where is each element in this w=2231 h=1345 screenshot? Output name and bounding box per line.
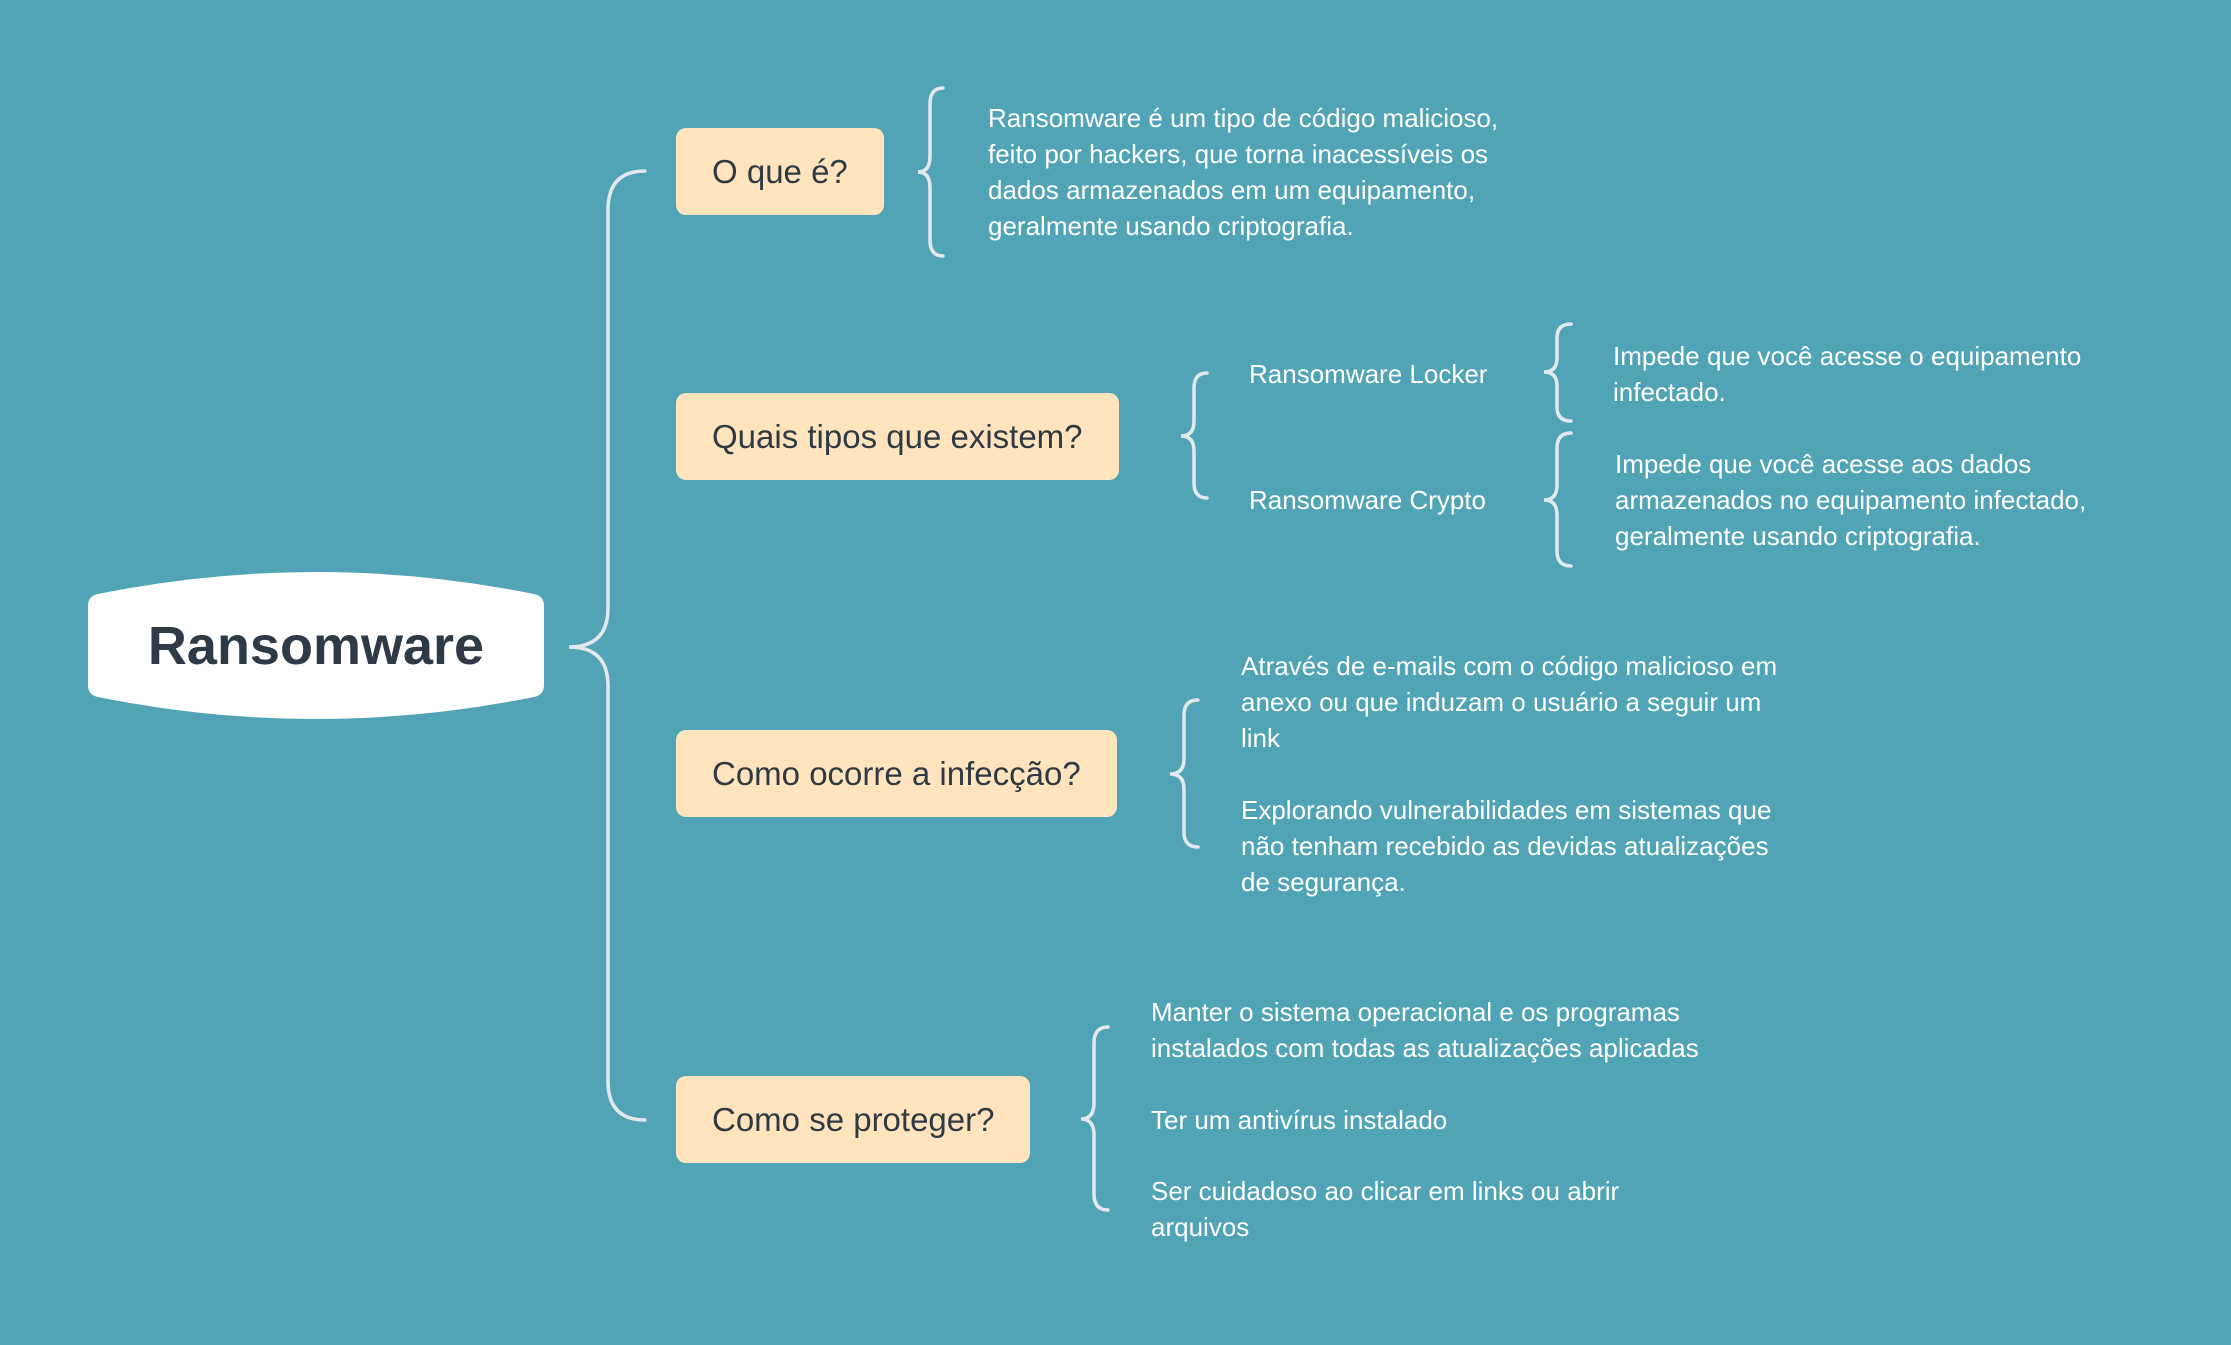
central-node-label: Ransomware <box>147 615 485 676</box>
infection-item-2: Explorando vulnerabilidades em sistemas … <box>1241 792 1771 900</box>
text-line: infectado. <box>1613 377 1726 407</box>
topic-protection[interactable]: Como se proteger? <box>676 1076 1031 1163</box>
central-node-shape <box>88 572 544 719</box>
main-brace <box>568 169 647 1122</box>
type-crypto[interactable]: Ransomware Crypto <box>1249 485 1486 515</box>
brace-infection <box>1169 698 1200 849</box>
brace-types <box>1180 371 1209 500</box>
crypto-desc: Impede que você acesse aos dados armazen… <box>1615 446 2086 554</box>
brace-locker <box>1543 322 1573 423</box>
what-is-text: Ransomware é um tipo de código malicioso… <box>988 100 1498 244</box>
text-line: geralmente usando criptografia. <box>988 211 1354 241</box>
text-line: arquivos <box>1151 1212 1250 1242</box>
brace-crypto <box>1543 431 1573 568</box>
topic-types[interactable]: Quais tipos que existem? <box>676 393 1119 480</box>
text-line: Impede que você acesse o equipamento <box>1613 341 2082 371</box>
protection-item-3: Ser cuidadoso ao clicar em links ou abri… <box>1151 1173 1619 1245</box>
central-node[interactable]: Ransomware <box>88 572 544 719</box>
topic-what-is[interactable]: O que é? <box>676 128 884 215</box>
text-line: Ransomware é um tipo de código malicioso… <box>988 103 1499 133</box>
text-line: Explorando vulnerabilidades em sistemas … <box>1241 795 1772 825</box>
text-line: Ter um antivírus instalado <box>1151 1105 1448 1135</box>
text-line: geralmente usando criptografia. <box>1615 521 1981 551</box>
topic-infection[interactable]: Como ocorre a infecção? <box>676 730 1117 817</box>
text-line: Através de e-mails com o código malicios… <box>1241 651 1778 681</box>
protection-item-2: Ter um antivírus instalado <box>1151 1102 1447 1138</box>
text-line: Ser cuidadoso ao clicar em links ou abri… <box>1151 1176 1620 1206</box>
protection-item-1: Manter o sistema operacional e os progra… <box>1151 994 1699 1066</box>
text-line: link <box>1241 723 1281 753</box>
brace-protection <box>1080 1025 1110 1212</box>
text-line: anexo ou que induzam o usuário a seguir … <box>1241 687 1762 717</box>
text-line: de segurança. <box>1241 867 1406 897</box>
text-line: instalados com todas as atualizações apl… <box>1151 1033 1699 1063</box>
type-locker[interactable]: Ransomware Locker <box>1249 359 1488 389</box>
brace-what-is <box>917 86 945 258</box>
text-line: Impede que você acesse aos dados <box>1615 449 2032 479</box>
text-line: dados armazenados em um equipamento, <box>988 175 1476 205</box>
text-line: não tenham recebido as devidas atualizaç… <box>1241 831 1769 861</box>
text-line: feito por hackers, que torna inacessívei… <box>988 139 1489 169</box>
text-line: armazenados no equipamento infectado, <box>1615 485 2087 515</box>
locker-desc: Impede que você acesse o equipamento inf… <box>1613 338 2081 410</box>
infection-item-1: Através de e-mails com o código malicios… <box>1241 648 1777 756</box>
text-line: Manter o sistema operacional e os progra… <box>1151 997 1680 1027</box>
